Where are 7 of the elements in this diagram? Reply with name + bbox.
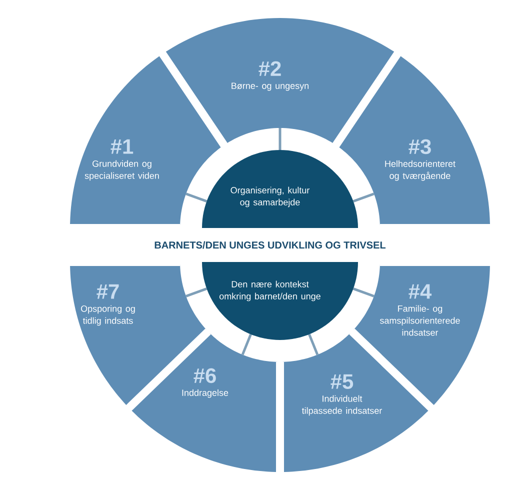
segment: #1 Grundviden og specialiseret viden: [70, 56, 222, 226]
segment: #6 Inddragelse: [132, 332, 278, 472]
segment: #3 Helhedsorienteret og tværgående: [338, 56, 490, 226]
segment: #2 Børne- og ungesyn: [166, 18, 394, 144]
node-label: Børne- og ungesyn: [232, 82, 309, 91]
band-title: BARNETS/DEN UNGES UDVIKLING OG TRIVSEL: [154, 241, 386, 249]
node-label: #2: [258, 61, 281, 76]
